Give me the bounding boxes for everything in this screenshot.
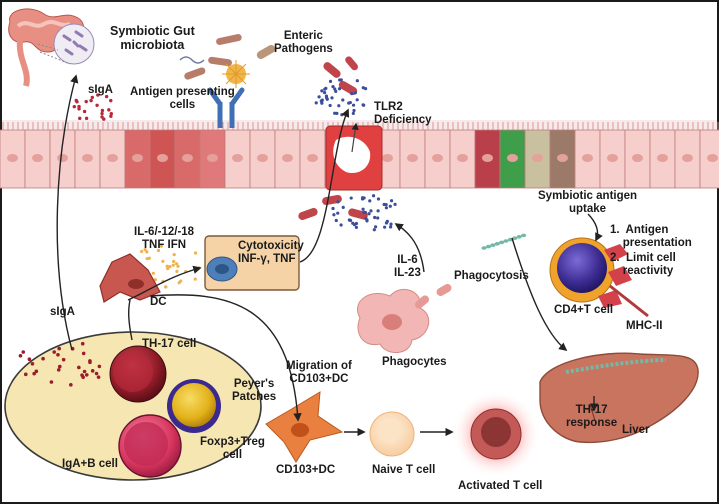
phagocytosis-label: Phagocytosis (454, 270, 529, 282)
lumen-band (2, 120, 717, 130)
naive-t-cell-label: Naive T cell (372, 464, 436, 476)
cd4-t-cell-label: CD4+T cell (554, 304, 614, 316)
migration-cd103-label: Migration of CD103+DC (286, 360, 352, 385)
b-cell (118, 414, 182, 478)
chain-bacterium (481, 233, 527, 250)
iga-b-cell-label: IgA+B cell (62, 458, 118, 470)
liver-label: Liver (622, 424, 650, 436)
foxp3-treg-label: Foxp3+Treg cell (200, 436, 265, 461)
dc-label: DC (150, 296, 167, 308)
symbiotic-gut-microbiota-label: Symbiotic Gut microbiota (110, 24, 195, 52)
antigen-receptor-icon (207, 87, 245, 128)
cd103-dendritic-cell (265, 391, 344, 463)
siga-left-label: sIgA (50, 306, 75, 318)
siga-dots-patch (18, 341, 102, 387)
activated-t-cell (452, 390, 540, 478)
treg-cell (167, 379, 221, 433)
limit-cell-reactivity-label: 2. Limit cell reactivity (610, 252, 676, 277)
intestine-icon (8, 8, 95, 87)
naive-t-cell (369, 411, 415, 457)
cytotoxicity-label: Cytotoxicity INF-γ, TNF (238, 240, 304, 265)
antigen-presentation-label: 1. Antigen presentation (610, 224, 692, 249)
phagocytes-label: Phagocytes (382, 356, 447, 368)
peyers-patches-label: Peyer's Patches (232, 378, 277, 403)
il6-il23-label: IL-6 IL-23 (394, 254, 421, 279)
th17-cell (109, 345, 167, 403)
cd4-t-cell (549, 237, 649, 318)
phagocyte-cell (357, 284, 452, 353)
activated-t-cell-label: Activated T cell (458, 480, 543, 492)
cytotoxicity-box (204, 235, 300, 291)
pathway-arrows (56, 74, 603, 437)
antigen-presenting-cells-label: Antigen presenting cells (130, 86, 235, 111)
dc-cytokines-label: IL-6/-12/-18 TNF IFN (134, 226, 195, 251)
flagellated-pathogen (222, 60, 250, 88)
liver-organ (539, 352, 699, 444)
siga-top-label: sIgA (88, 84, 113, 96)
siga-dots (72, 93, 113, 121)
symbiotic-bacteria (179, 34, 276, 88)
cytokine-dots-blue (331, 194, 397, 232)
symbiotic-antigen-uptake-label: Symbiotic antigen uptake (538, 190, 638, 215)
mhc-ii-label: MHC-II (626, 320, 663, 332)
pathogen-dots (314, 78, 368, 117)
enteric-pathogens (323, 56, 359, 95)
th17-cell-label: TH-17 cell (142, 338, 197, 350)
enteric-pathogens-label: Enteric Pathogens (274, 30, 333, 55)
tlr2-deficiency-label: TLR2 Deficiency (374, 101, 432, 126)
dendritic-cell (99, 253, 161, 303)
intestinal-epithelium (0, 122, 719, 191)
cd103-dc-label: CD103+DC (276, 464, 336, 476)
peyers-patch (4, 331, 262, 481)
th17-response-label: TH-17 response (566, 404, 618, 429)
